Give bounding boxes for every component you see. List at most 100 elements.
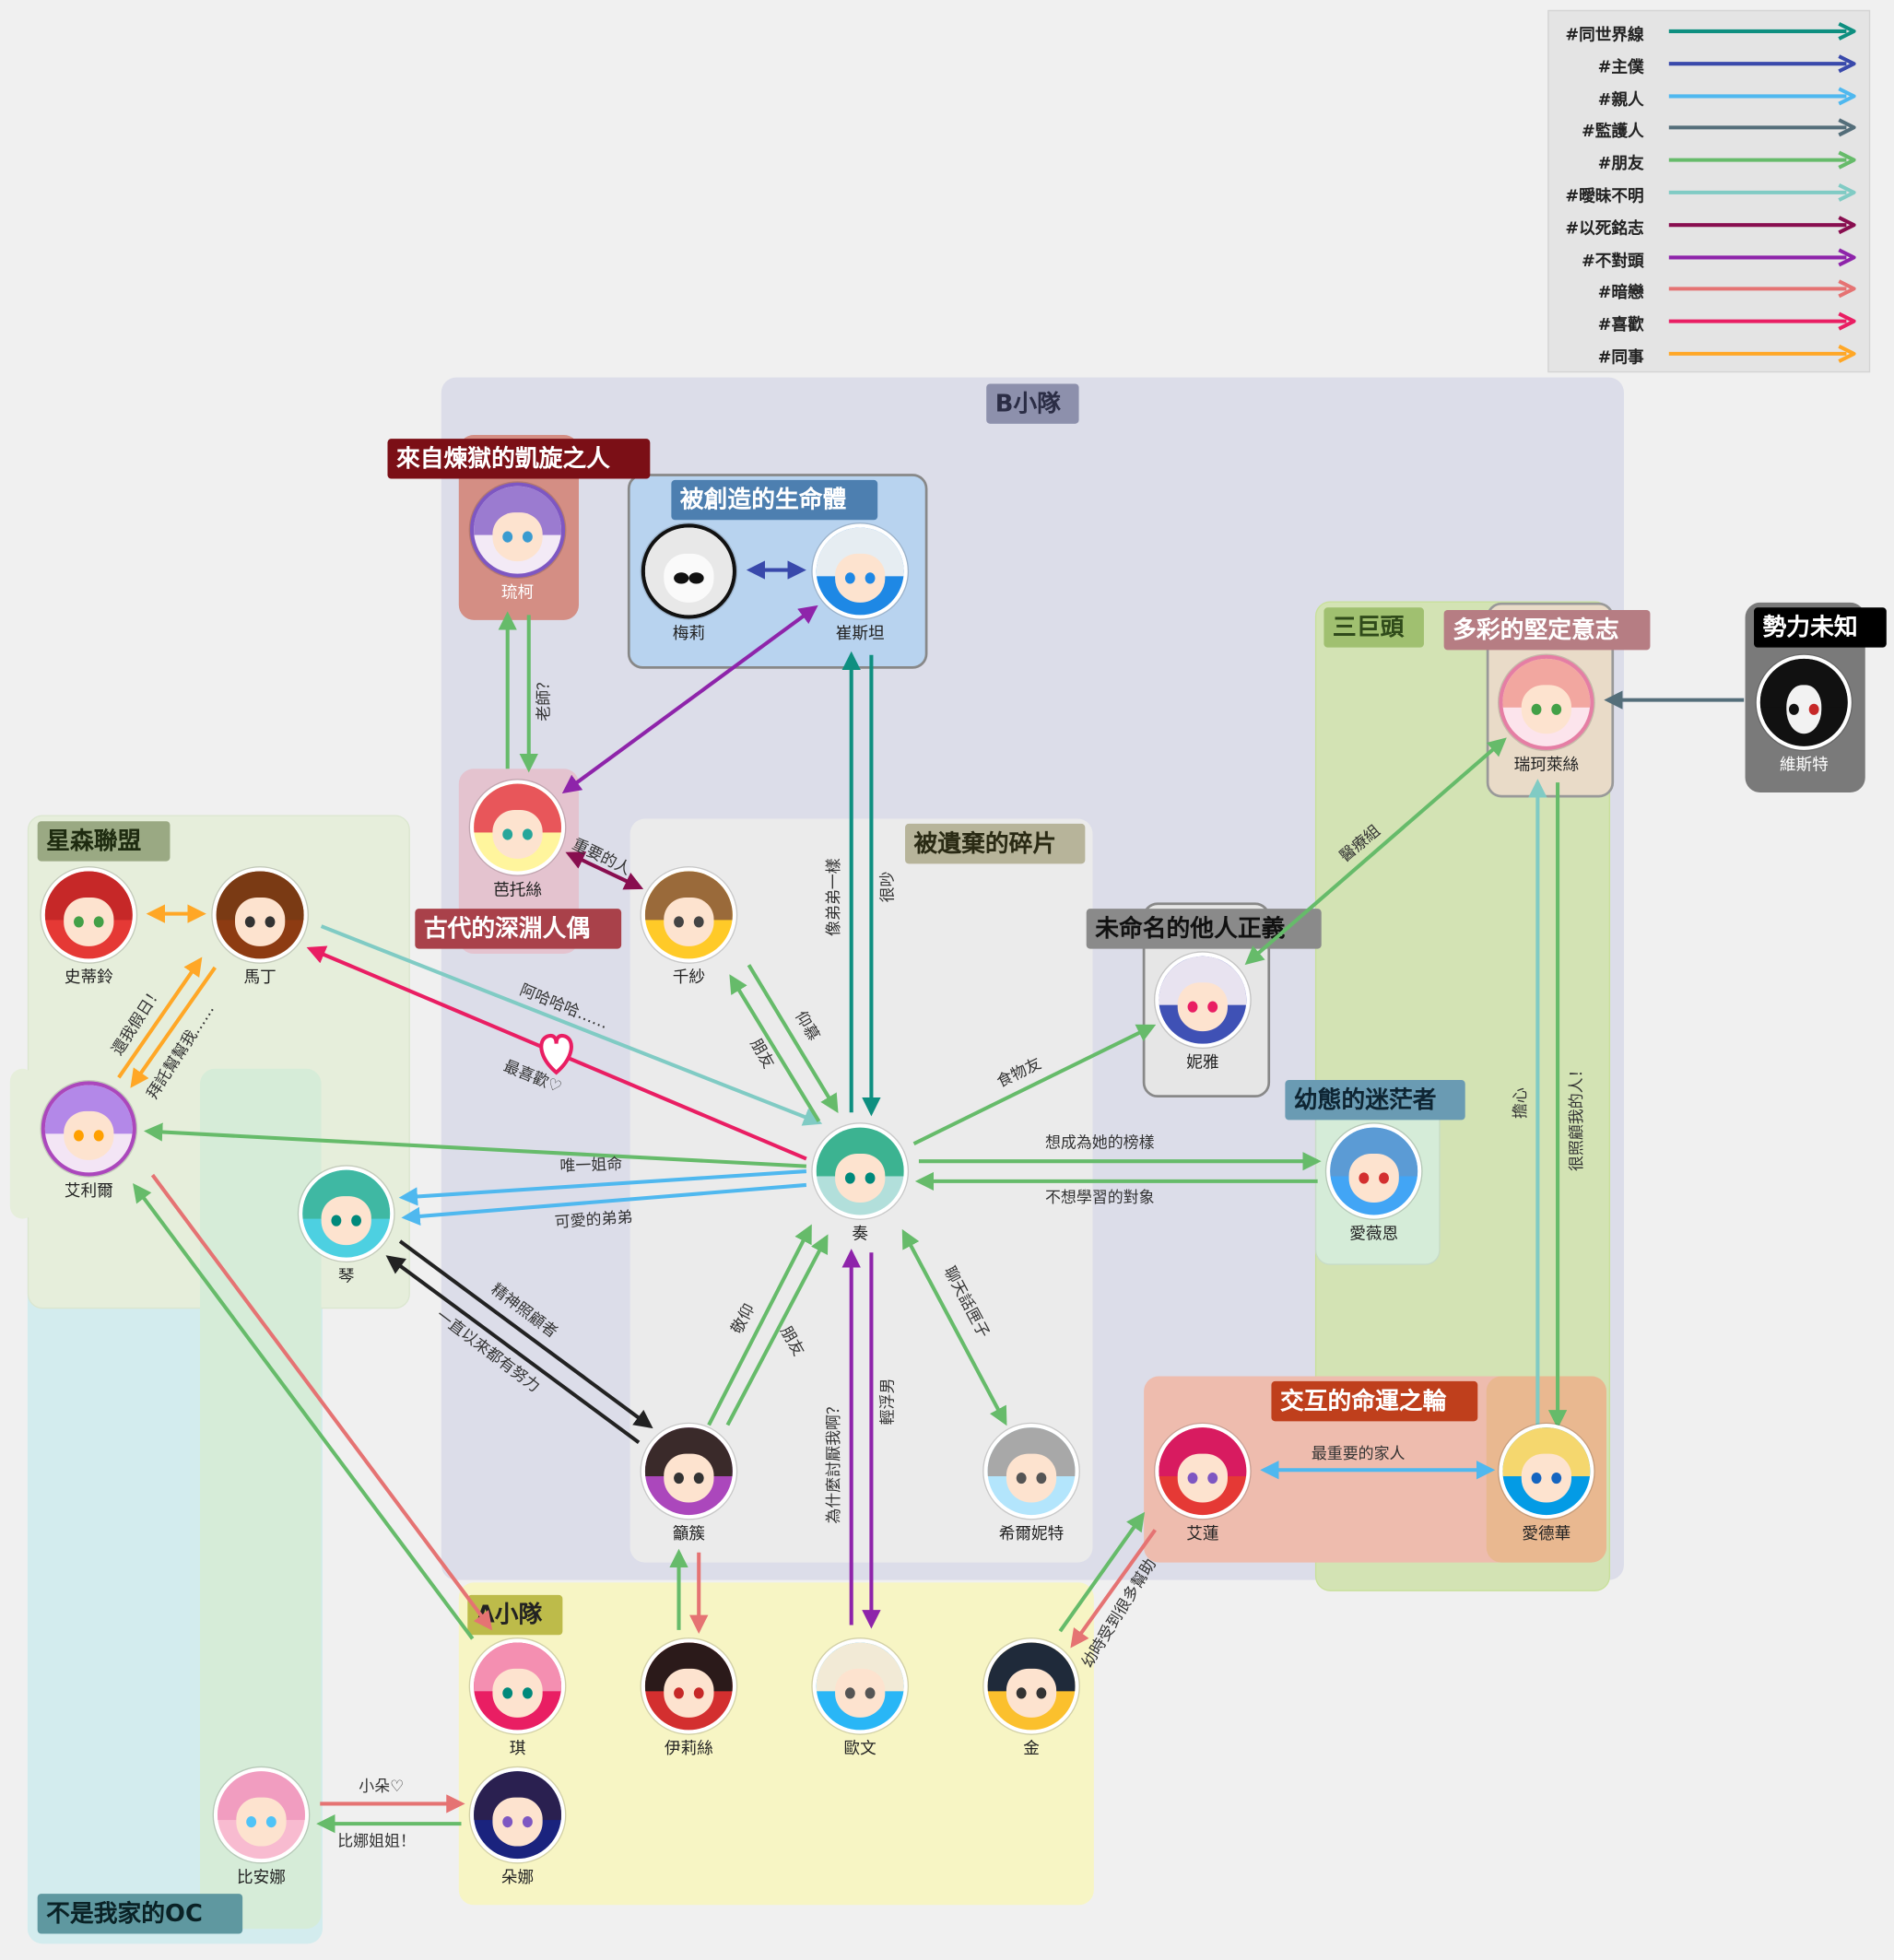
avatar-shidiling [41, 867, 136, 963]
legend-arrow [1668, 21, 1856, 41]
edge-ailian-jin [1070, 1529, 1157, 1649]
avatar-bianna [213, 1767, 310, 1863]
name-jin: 金 [1023, 1740, 1040, 1759]
edge-label-worry: 擔心 [1511, 1087, 1529, 1119]
name-qiansha: 千紗 [672, 968, 706, 988]
edge-label-noisy: 很吵 [877, 871, 896, 902]
node-liuke[interactable]: 琉柯 [449, 482, 586, 603]
name-qi: 琪 [509, 1740, 526, 1759]
node-cuisitan[interactable]: 崔斯坦 [792, 523, 929, 644]
edge-ancu-zou-2 [725, 1234, 829, 1426]
edge-ailier-mading [117, 957, 203, 1079]
name-aiween: 愛薇恩 [1349, 1225, 1399, 1244]
label-fate-wheel: 交互的命運之輪 [1271, 1380, 1478, 1422]
node-mading[interactable]: 馬丁 [192, 867, 329, 988]
avatar-niya [1155, 952, 1251, 1048]
label-created: 被創造的生命體 [671, 479, 878, 521]
name-yilisi: 伊莉絲 [664, 1740, 713, 1759]
name-bianna: 比安娜 [237, 1868, 286, 1888]
node-aiween[interactable]: 愛薇恩 [1305, 1123, 1442, 1244]
edge-label-family: 最重要的家人 [1312, 1444, 1406, 1462]
name-aidehua: 愛德華 [1522, 1524, 1571, 1544]
edge-ailier-qi [150, 1173, 493, 1631]
node-qi[interactable]: 琪 [449, 1638, 586, 1759]
avatar-jin [983, 1638, 1079, 1734]
edge-qi-ailier [133, 1183, 475, 1640]
node-niya[interactable]: 妮雅 [1134, 952, 1271, 1073]
label-ancient-doll: 古代的深淵人偶 [415, 909, 622, 949]
edge-ancu-zou [707, 1224, 812, 1426]
node-ancu[interactable]: 籲簇 [620, 1424, 758, 1543]
legend-item: #同世界線 [1549, 18, 1869, 45]
edge-label-respect: 敬仰 [727, 1300, 759, 1336]
avatar-ancu [641, 1424, 736, 1520]
label-abandoned: 被遺棄的碎片 [905, 823, 1086, 864]
avatar-ouwen [812, 1638, 908, 1734]
node-jin[interactable]: 金 [962, 1638, 1100, 1759]
edge-mading-ailier [130, 966, 217, 1088]
edge-label-ahaha: 阿哈哈哈…… [517, 980, 611, 1033]
legend-arrow [1668, 182, 1856, 202]
edge-label-sister-bianna: 比娜姐姐！ [337, 1832, 416, 1850]
avatar-liuke [470, 482, 566, 578]
node-ouwen[interactable]: 歐文 [792, 1638, 929, 1759]
legend-label: #以死銘志 [1565, 219, 1644, 239]
edge-label-teacher: 老師？ [534, 675, 552, 722]
legend-label: #喜歡 [1597, 316, 1644, 335]
node-duona[interactable]: 朵娜 [449, 1767, 586, 1887]
legend-item: #曖昧不明 [1549, 180, 1869, 206]
zone-star-forest-left [9, 1068, 35, 1219]
legend: #同世界線#主僕#親人#監護人#朋友#曖昧不明#以死銘志#不對頭#暗戀#喜歡#同… [1547, 9, 1871, 373]
avatar-ruike [1499, 654, 1594, 750]
node-ruike[interactable]: 瑞珂萊絲 [1477, 654, 1615, 775]
edge-label-not-learn: 不想學習的對象 [1045, 1188, 1155, 1206]
node-qiansha[interactable]: 千紗 [620, 867, 758, 988]
edge-zou-xiernite [901, 1228, 1007, 1426]
node-meili[interactable]: 梅莉 [620, 523, 758, 644]
node-weisite[interactable]: 維斯特 [1735, 654, 1873, 776]
legend-item: #朋友 [1549, 147, 1869, 174]
edge-label-frivolous: 輕浮男 [877, 1379, 896, 1426]
node-ailian[interactable]: 艾蓮 [1134, 1424, 1271, 1543]
avatar-qin [299, 1166, 394, 1262]
name-ailian: 艾蓮 [1186, 1524, 1219, 1544]
legend-item: #暗戀 [1549, 276, 1869, 303]
name-zou: 奏 [852, 1225, 869, 1244]
edge-label-role-model: 想成為她的榜樣 [1045, 1133, 1155, 1151]
legend-item: #監護人 [1549, 115, 1869, 142]
node-xiernite[interactable]: 希爾妮特 [962, 1424, 1100, 1543]
avatar-ailian [1155, 1424, 1251, 1520]
name-weisite: 維斯特 [1779, 756, 1829, 776]
name-niya: 妮雅 [1186, 1053, 1219, 1073]
legend-arrow [1668, 86, 1856, 105]
node-yilisi[interactable]: 伊莉絲 [620, 1638, 758, 1759]
node-batuosi[interactable]: 芭托絲 [449, 780, 586, 900]
name-mading: 馬丁 [243, 968, 276, 988]
legend-arrow [1668, 215, 1856, 234]
avatar-yilisi [641, 1638, 736, 1734]
edge-qin-ancu [398, 1239, 653, 1429]
avatar-ailier [41, 1081, 136, 1177]
legend-label: #曖昧不明 [1565, 187, 1644, 206]
avatar-meili [641, 523, 736, 619]
legend-arrow [1668, 344, 1856, 363]
avatar-xiernite [983, 1424, 1079, 1520]
edge-zou-qin-1 [398, 1169, 807, 1206]
name-duona: 朵娜 [500, 1868, 535, 1888]
node-ailier[interactable]: 艾利爾 [20, 1081, 158, 1202]
avatar-zou [812, 1123, 908, 1219]
node-shidiling[interactable]: 史蒂鈴 [20, 867, 158, 988]
avatar-qi [470, 1638, 566, 1734]
node-aidehua[interactable]: 愛德華 [1477, 1424, 1615, 1543]
legend-arrow [1668, 118, 1856, 137]
name-cuisitan: 崔斯坦 [835, 625, 885, 644]
label-not-my-oc: 不是我家的OC [37, 1894, 243, 1934]
node-zou[interactable]: 奏 [792, 1123, 929, 1244]
name-xiernite: 希爾妮特 [998, 1524, 1065, 1544]
legend-arrow [1668, 311, 1856, 331]
node-qin[interactable]: 琴 [277, 1166, 415, 1286]
node-bianna[interactable]: 比安娜 [193, 1767, 330, 1887]
avatar-mading [212, 867, 308, 963]
avatar-qiansha [641, 867, 736, 963]
